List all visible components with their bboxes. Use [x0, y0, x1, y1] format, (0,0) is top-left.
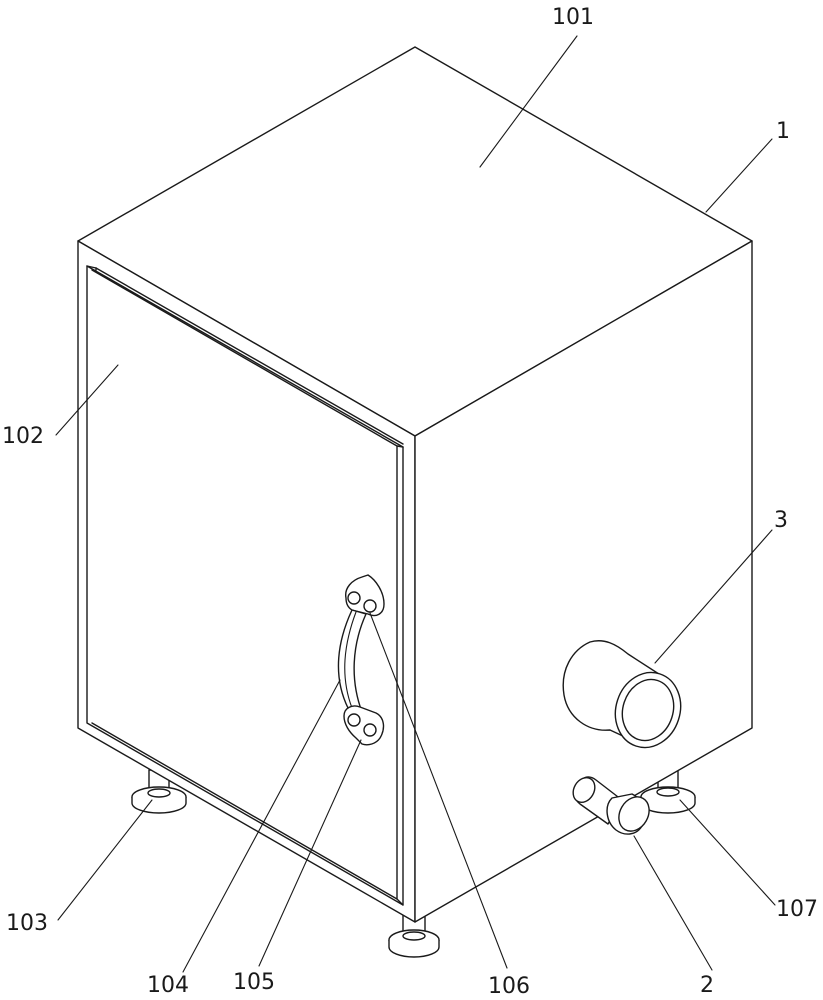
label-3: 3 [774, 508, 788, 533]
foot-left [131, 769, 187, 814]
leader-2 [633, 835, 713, 971]
label-101: 101 [552, 5, 594, 30]
side-face [414, 240, 753, 923]
leader-1 [705, 138, 773, 213]
label-105: 105 [233, 970, 275, 995]
cylinder-component [562, 640, 682, 749]
door-handle [337, 574, 385, 746]
leader-3 [654, 529, 773, 664]
leader-105 [258, 739, 362, 967]
leader-104 [182, 679, 341, 973]
leader-103 [57, 799, 153, 921]
leader-101 [479, 35, 578, 168]
label-104: 104 [147, 973, 189, 998]
label-106: 106 [488, 974, 530, 999]
leader-106 [369, 612, 508, 969]
leader-107 [679, 799, 776, 906]
reference-labels: 101 1 102 3 103 104 105 106 2 107 [2, 5, 818, 999]
label-1: 1 [776, 119, 790, 144]
label-102: 102 [2, 424, 44, 449]
pipe-nozzle [572, 776, 650, 835]
door [86, 265, 404, 906]
leader-102 [55, 364, 119, 436]
label-103: 103 [6, 911, 48, 936]
leader-lines [55, 35, 776, 973]
label-107: 107 [776, 897, 818, 922]
label-2: 2 [700, 973, 714, 998]
